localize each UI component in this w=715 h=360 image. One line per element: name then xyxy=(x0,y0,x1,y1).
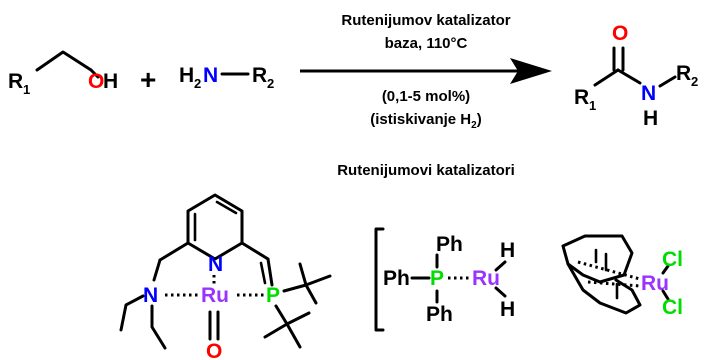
phenyl-top: Ph xyxy=(436,233,463,256)
alcohol-r-label: R xyxy=(8,70,23,93)
arrow-head xyxy=(510,58,552,84)
product-oxygen: O xyxy=(612,22,628,45)
tbu-upper-methyl-2 xyxy=(304,274,332,287)
ethyl-group-bottom xyxy=(150,304,167,350)
cod-ru-dative-lower xyxy=(587,280,641,288)
conditions-h2-release: (istiskivanje H2) xyxy=(370,111,481,131)
chloride-bottom: Cl xyxy=(662,296,683,319)
conditions-catalyst: Rutenijumov katalizator xyxy=(341,12,510,29)
right-arm-double-bond-b xyxy=(259,261,267,285)
hydride-bottom: H xyxy=(500,298,515,321)
catalyst-pincer-complex: N N Ru P O xyxy=(119,193,332,360)
alcohol-carbon-chain xyxy=(35,50,93,72)
hydride-ruthenium: Ru xyxy=(472,267,500,290)
pincer-amine-nitrogen: N xyxy=(143,284,158,307)
reaction-arrow xyxy=(300,58,552,84)
tbu-upper-methyl-3 xyxy=(304,283,318,305)
phenyl-left: Ph xyxy=(383,267,410,290)
amine-hydrogen: H xyxy=(179,64,194,87)
p-tbu-lower-bond xyxy=(274,304,289,326)
catalyst-cod-dichloride: Ru Cl Cl xyxy=(561,234,683,319)
tbu-lower-methyl-1 xyxy=(263,322,289,339)
alcohol-c-o-bond xyxy=(89,68,100,79)
product-nitrogen: N xyxy=(641,82,656,105)
amine-h-subscript: 2 xyxy=(194,76,201,91)
right-arm-double-bond-a xyxy=(266,257,274,287)
h2-release-subscript: 2 xyxy=(471,120,477,131)
ru-h-top-bond xyxy=(494,260,507,272)
left-arm-bond-2 xyxy=(152,258,162,282)
amine-reactant: H 2 N R 2 xyxy=(179,64,274,91)
cod-ru-dative-upper xyxy=(577,260,641,281)
pyridine-ring xyxy=(186,193,244,261)
plus-sign: + xyxy=(140,64,156,95)
alcohol-hydrogen: H xyxy=(103,70,118,93)
product-nh-hydrogen: H xyxy=(643,107,658,130)
coordination-bracket xyxy=(374,227,385,332)
tbu-upper-methyl-1 xyxy=(298,262,308,287)
pincer-phosphorus: P xyxy=(266,284,280,307)
alcohol-oxygen: O xyxy=(88,70,104,93)
ethyl-group-left xyxy=(119,294,145,332)
right-arm-single-bond xyxy=(240,241,270,261)
cod-ruthenium: Ru xyxy=(641,272,669,295)
phenyl-bottom: Ph xyxy=(426,303,453,326)
h2-release-prefix: (istiskivanje H xyxy=(370,111,471,128)
amide-product: O R 1 N H R 2 xyxy=(574,22,698,130)
tbu-lower-methyl-2 xyxy=(285,322,302,349)
pincer-ruthenium: Ru xyxy=(201,284,229,307)
h2-release-suffix: ) xyxy=(477,111,482,128)
product-n-r2-bond xyxy=(658,75,677,88)
chloride-top: Cl xyxy=(662,248,683,271)
product-r2-subscript: 2 xyxy=(691,74,698,89)
alcohol-reactant: R 1 O H xyxy=(8,50,118,97)
pincer-pyridine-nitrogen: N xyxy=(208,253,223,276)
alcohol-r-subscript: 1 xyxy=(23,82,30,97)
pyridine-double-bond-top xyxy=(215,200,238,215)
ru-h-bottom-bond xyxy=(494,286,507,298)
catalysts-title: Rutenijumovi katalizatori xyxy=(337,162,515,179)
hydride-top: H xyxy=(500,239,515,262)
product-r1-subscript: 1 xyxy=(589,98,596,113)
amine-r-subscript: 2 xyxy=(267,76,274,91)
cod-ring-upper xyxy=(561,234,634,284)
conditions-base-temperature: baza, 110°C xyxy=(385,35,468,52)
p-tbu-upper-bond xyxy=(282,283,308,293)
catalyst-phosphine-hydride: Ph Ph P Ph Ru H H xyxy=(374,227,515,332)
ru-cl-top-bond xyxy=(661,264,670,275)
product-c-r1-bond xyxy=(593,68,620,87)
left-arm-bond-1 xyxy=(158,241,190,262)
cod-ring-lower xyxy=(566,262,642,315)
amine-r-label: R xyxy=(252,64,267,87)
product-r1-label: R xyxy=(574,86,589,109)
amine-nitrogen: N xyxy=(203,64,218,87)
phosphine-phosphorus: P xyxy=(430,267,444,290)
ru-cl-bottom-bond xyxy=(661,289,670,301)
product-r2-label: R xyxy=(676,62,691,85)
tbu-lower-methyl-3 xyxy=(285,311,311,326)
carbonyl-oxygen: O xyxy=(206,340,222,360)
conditions-loading: (0,1-5 mol%) xyxy=(382,88,470,105)
product-c-n-bond xyxy=(616,68,642,85)
